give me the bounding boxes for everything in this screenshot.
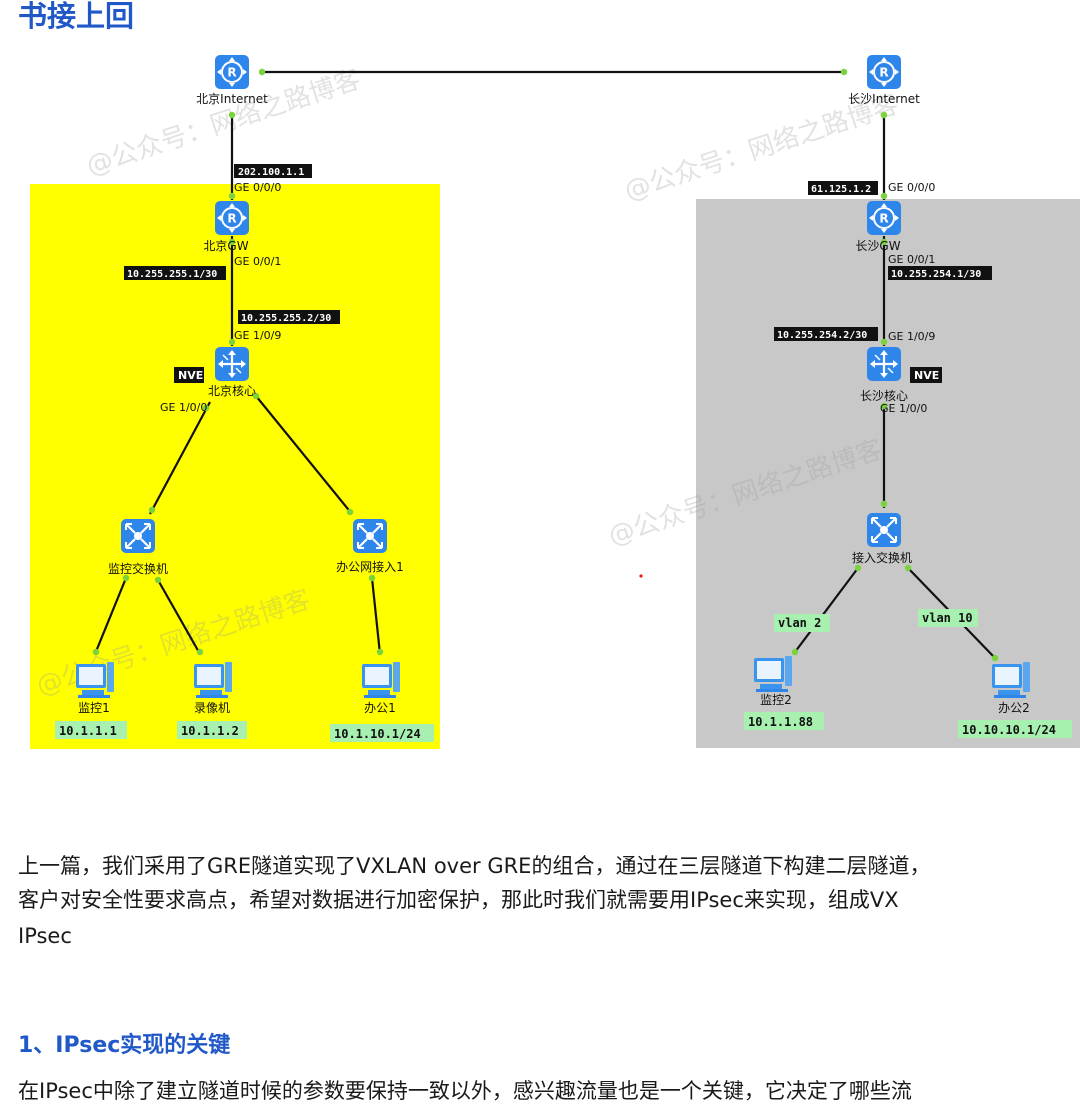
node-label-office-access: 办公网接入1: [336, 559, 404, 574]
vlan-label-right: vlan 10: [922, 611, 973, 625]
router-icon: [214, 200, 250, 236]
paragraph-line: IPsec: [18, 924, 72, 948]
ip-label-cs-gw-lan: 10.255.254.1/30: [891, 269, 981, 280]
port-label: GE 1/0/9: [888, 330, 935, 343]
address-pc-office1: 10.1.10.1/24: [334, 727, 421, 741]
l3-switch-icon: [865, 345, 903, 383]
link-bj-core-office: [255, 395, 353, 515]
nve-badge-cs: NVE: [914, 369, 939, 382]
page-heading: 书接上回: [18, 0, 135, 33]
nve-badge-bj: NVE: [178, 369, 203, 382]
node-label-pc-mon2: 监控2: [760, 693, 792, 707]
ip-label-cs-core-up: 10.255.254.2/30: [777, 330, 867, 341]
node-label-access-switch: 接入交换机: [852, 550, 912, 565]
l3-switch-icon: [213, 345, 251, 383]
ip-label-bj-gw-wan: 202.100.1.1: [238, 167, 304, 178]
port-label: GE 0/0/0: [888, 181, 935, 194]
node-label-pc-recorder: 录像机: [194, 701, 230, 715]
link-monswitch-recorder: [157, 579, 201, 655]
router-icon: [866, 200, 902, 236]
node-label-mon-switch: 监控交换机: [108, 561, 168, 576]
port-label: GE 0/0/1: [888, 253, 935, 266]
address-pc-recorder: 10.1.1.2: [181, 724, 239, 738]
paragraph-line: 在IPsec中除了建立隧道时候的参数要保持一致以外，感兴趣流量也是一个关键，它决…: [18, 1079, 912, 1103]
ip-label-bj-gw-lan: 10.255.255.1/30: [127, 269, 217, 280]
link-bj-core-monswitch: [149, 401, 211, 515]
link-endpoint-dots: [92, 68, 999, 662]
ip-label-bj-core-up: 10.255.255.2/30: [241, 313, 331, 324]
network-topology-diagram: R @公众号：网络之路博客 @公众号：网络之路博客 @公众号：网络之路博客 @公…: [30, 54, 1080, 749]
port-label: GE 0/0/0: [234, 181, 281, 194]
paragraph-line: 上一篇，我们采用了GRE隧道实现了VXLAN over GRE的组合，通过在三层…: [18, 854, 931, 878]
node-label-bj-core: 北京核心: [208, 384, 256, 398]
router-icon: [214, 54, 250, 90]
node-label-cs-gw: 长沙GW: [855, 239, 900, 253]
link-office-pc: [370, 577, 382, 655]
switch-icon: [119, 517, 157, 555]
stray-dot: [639, 574, 643, 578]
port-label: GE 1/0/0: [880, 402, 927, 415]
port-label: GE 1/0/0: [160, 401, 207, 414]
switch-icon: [865, 511, 903, 549]
router-icon: [866, 54, 902, 90]
section-heading: 1、IPsec实现的关键: [18, 1033, 231, 1058]
address-pc-mon1: 10.1.1.1: [59, 724, 117, 738]
node-label-cs-internet: 长沙Internet: [848, 92, 920, 106]
ip-label-cs-gw-wan: 61.125.1.2: [811, 184, 871, 195]
address-pc-mon2: 10.1.1.88: [748, 715, 813, 729]
node-label-pc-office1: 办公1: [364, 700, 396, 715]
link-access-mon2: [794, 567, 859, 653]
vlan-label-left: vlan 2: [778, 616, 821, 630]
node-label-pc-mon1: 监控1: [78, 701, 110, 715]
port-label: GE 1/0/9: [234, 329, 281, 342]
beijing-zone: [30, 184, 440, 749]
paragraph-line: 客户对安全性要求高点，希望对数据进行加密保护，那此时我们就需要用IPsec来实现…: [18, 888, 899, 912]
node-label-cs-core: 长沙核心: [860, 389, 908, 403]
switch-icon: [351, 517, 389, 555]
node-label-pc-office2: 办公2: [998, 700, 1030, 715]
changsha-zone: [696, 199, 1080, 748]
link-monswitch-pc1: [93, 577, 128, 655]
port-label: GE 0/0/1: [234, 255, 281, 268]
address-pc-office2: 10.10.10.1/24: [962, 723, 1056, 737]
node-label-bj-internet: 北京Internet: [196, 92, 268, 106]
node-label-bj-gw: 北京GW: [203, 239, 248, 253]
